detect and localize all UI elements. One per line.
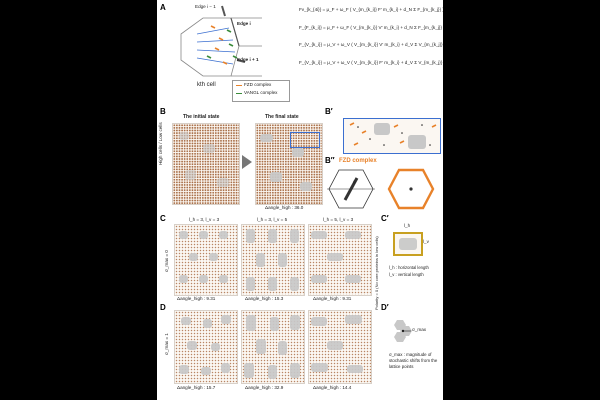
sigma-desc: σ_max : magnitude of stochastic shifts f…	[389, 352, 438, 369]
equation-1: Fv_{k_{4i}} = μ_F + ω_F ( V_{m_{k_i}} F′…	[299, 7, 443, 12]
fzd-complex-title: FZD complex	[339, 158, 377, 164]
c-row-label: σ_max = 0	[164, 250, 169, 272]
theta-label: θ	[353, 180, 356, 185]
d-angle-3: Δangle_high : 14.4	[313, 385, 352, 390]
cell-diagram	[167, 4, 265, 102]
lh-desc: l_h : horizontal length	[389, 265, 429, 270]
state-arrow-icon	[242, 155, 252, 169]
sigma-diagram	[391, 318, 415, 344]
polarity-side-label: Polarity = 0 (No core proteins in low ce…	[374, 236, 379, 310]
panel-label-b: B	[160, 107, 166, 116]
zoom-inset	[343, 118, 441, 154]
panel-label-c: C	[160, 214, 166, 223]
lv-desc: l_v : vertical length	[389, 272, 424, 277]
d-row-label: σ_max = 1	[164, 333, 169, 355]
final-state-title: The final state	[265, 114, 299, 120]
edge-cur-label: Edge i	[237, 21, 251, 26]
panel-label-b-double-prime: B″	[325, 156, 335, 165]
initial-state-title: The initial state	[183, 114, 220, 120]
unit-rectangle	[393, 232, 423, 256]
legend-vangl-label: VANGL complex	[244, 90, 278, 95]
legend-a: FZD complex VANGL complex	[232, 80, 290, 102]
fzd-hex-center	[387, 168, 435, 210]
fzd-hex-theta	[327, 168, 375, 210]
c-lattice-3	[308, 224, 372, 296]
panel-label-d: D	[160, 303, 166, 312]
lh-symbol: l_h	[404, 223, 411, 228]
equations: Fv_{k_{4i}} = μ_F + ω_F ( V_{m_{k_i}} F′…	[299, 7, 443, 65]
c-lattice-2	[241, 224, 305, 296]
d-lattice-3	[308, 310, 372, 384]
equation-4: F_{V_{k_i}} = μ_V + ω_V ( V_{m_{k_i}} F′…	[299, 59, 443, 65]
d-lattice-2	[241, 310, 305, 384]
equation-3: F_{V_{k_i}} = μ_V + ω_V ( V_{m_{k_i}} V′…	[299, 42, 443, 48]
cell-label: kth cell	[197, 82, 216, 88]
equation-2: F_{F_{k_i}} = μ_F + ω_F ( V_{m_{k_i}} V′…	[299, 24, 443, 30]
c-angle-2: Δangle_high : 15.3	[245, 296, 284, 301]
sigma-symbol: σ_max	[412, 327, 427, 332]
legend-fzd-label: FZD complex	[244, 82, 272, 87]
panel-label-a: A	[160, 3, 166, 12]
c-angle-1: Δangle_high : 9.31	[177, 296, 216, 301]
final-state-lattice	[255, 123, 323, 205]
c-title-1: l_h = 3, l_v = 3	[189, 217, 220, 222]
legend-vangl-swatch	[236, 93, 242, 95]
d-lattice-1	[174, 310, 238, 384]
panel-label-d-prime: D′	[381, 303, 389, 312]
panel-label-c-prime: C′	[381, 214, 389, 223]
cell-type-side-label: High cells / Low cells	[158, 122, 163, 165]
c-title-2: l_h = 3, l_v = 5	[257, 217, 288, 222]
c-angle-3: Δangle_high : 9.31	[313, 296, 352, 301]
figure: A Edge i − 1 Edge	[157, 0, 443, 400]
c-lattice-1	[174, 224, 238, 296]
angle-b: Δangle_high : 36.0	[265, 205, 304, 210]
edge-next-label: Edge i + 1	[237, 57, 259, 62]
lv-symbol: l_v	[423, 239, 429, 244]
d-angle-1: Δangle_high : 15.7	[177, 385, 216, 390]
panel-label-b-prime: B′	[325, 107, 333, 116]
edge-prev-label: Edge i − 1	[195, 4, 216, 9]
c-title-3: l_h = 5, l_v = 3	[323, 217, 354, 222]
initial-state-lattice	[172, 123, 240, 205]
legend-fzd-swatch	[236, 85, 242, 87]
d-angle-2: Δangle_high : 32.9	[245, 385, 284, 390]
zoom-box	[290, 132, 320, 148]
